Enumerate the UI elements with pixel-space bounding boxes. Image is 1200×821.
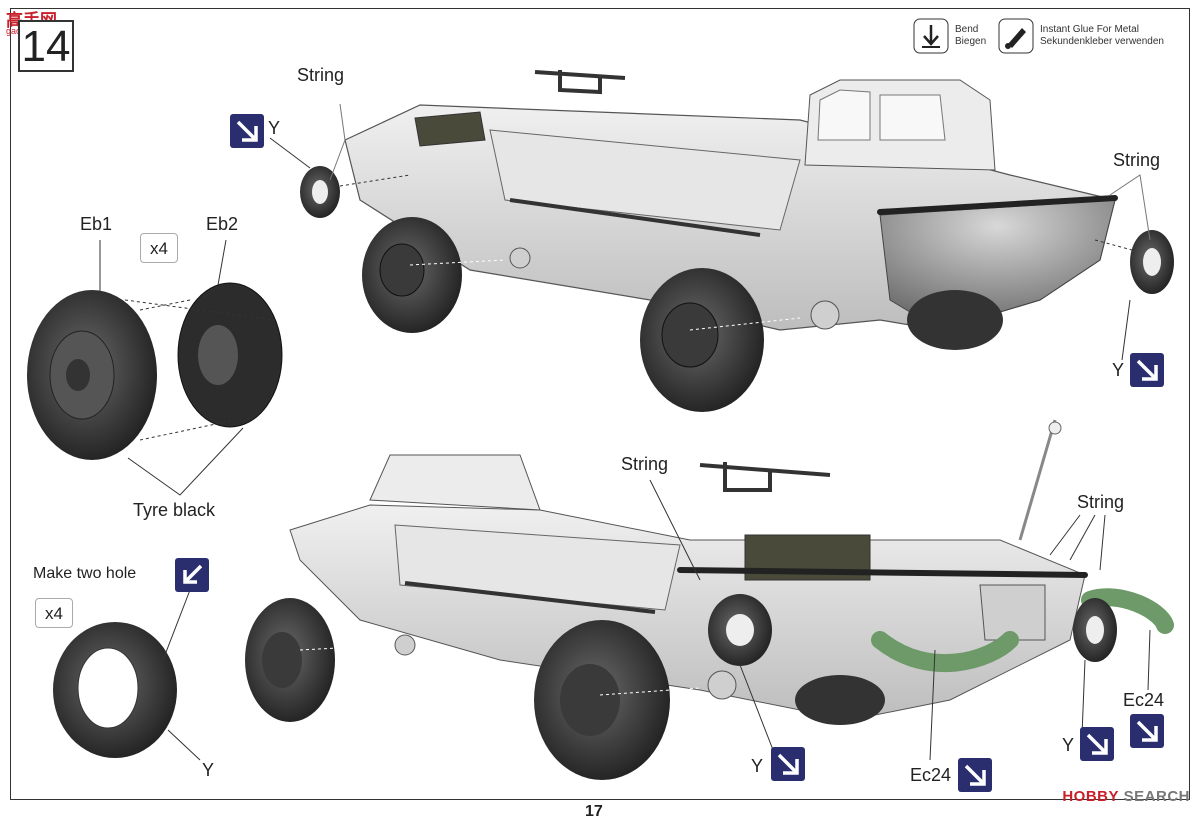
assembly-icon-ec24-br [1130,714,1164,748]
label-string-tl: String [297,65,345,85]
label-string-br: String [1077,492,1125,512]
glue-en: Instant Glue For Metal [1040,24,1139,35]
assembly-icon-tr [1130,353,1164,387]
bend-icon [913,18,949,54]
wheel-exploded [27,239,283,496]
label-eb1: Eb1 [80,214,113,234]
label-ec24-br: Ec24 [1123,690,1165,710]
bend-legend: Bend Biegen [955,24,986,48]
label-eb2: Eb2 [206,214,239,234]
hollow-tyre [53,589,201,761]
glue-icon [998,18,1034,54]
label-y-br: Y [1062,735,1075,755]
label-string-tr: String [1113,150,1161,170]
label-y-bl: Y [202,760,215,780]
label-tyre-black: Tyre black [133,500,216,520]
instruction-frame [10,8,1190,800]
step-number: 14 [18,20,74,72]
footer-brand: HOBBY [1062,788,1119,805]
assembly-icon-tl [230,114,264,148]
quantity-x4-a: x4 [140,233,178,263]
assembly-icon-br [1080,727,1114,761]
glue-de: Sekundenkleber verwenden [1040,36,1164,47]
footer-suffix: SEARCH [1123,788,1190,805]
assembly-icon-bm [771,747,805,781]
bend-de: Biegen [955,36,987,47]
quantity-x4-b: x4 [35,598,73,628]
label-make-two-hole: Make two hole [33,565,137,582]
assembly-icon-ec24-bm [958,758,992,792]
glue-legend: Instant Glue For Metal Sekundenkleber ve… [1040,24,1164,48]
bottom-vehicle [245,419,1174,780]
label-y-tr: Y [1112,360,1125,380]
footer-watermark: HOBBY SEARCH [1062,788,1190,805]
top-vehicle [269,70,1174,412]
drill-icon [175,558,209,592]
page-number: 17 [585,803,603,820]
bend-en: Bend [955,24,979,35]
label-string-bm: String [621,454,669,474]
label-y-tl: Y [268,118,281,138]
label-y-bm: Y [751,756,764,776]
label-ec24-bm: Ec24 [910,765,952,785]
